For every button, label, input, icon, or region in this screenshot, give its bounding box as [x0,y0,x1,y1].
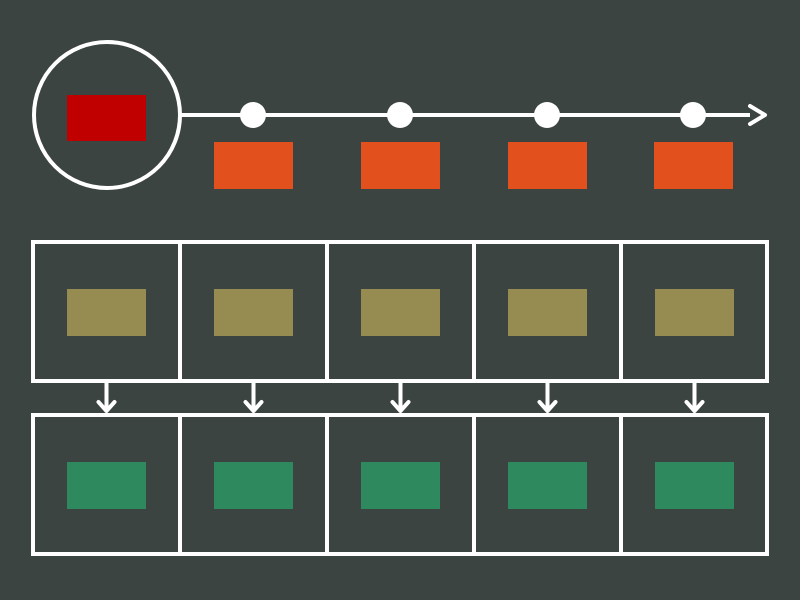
timeline-block [361,142,440,189]
upper-row-block [67,289,146,336]
timeline-block [214,142,293,189]
upper-row-block [655,289,734,336]
source-block [67,95,146,141]
timeline-node [534,102,560,128]
down-arrow-icon [390,400,411,413]
upper-row-block [361,289,440,336]
lower-row-block [655,462,734,509]
timeline-arrowhead-icon [748,104,767,126]
upper-row-block [508,289,587,336]
timeline-block [508,142,587,189]
down-arrow-icon [537,400,558,413]
timeline-node [387,102,413,128]
timeline-block [654,142,733,189]
down-arrow-icon [243,400,264,413]
upper-row-frame [31,240,769,383]
lower-row-frame [31,413,769,556]
lower-row-block [361,462,440,509]
lower-row-block [67,462,146,509]
timeline-node [680,102,706,128]
timeline-node [240,102,266,128]
down-arrow-icon [96,400,117,413]
lower-row-block [214,462,293,509]
timeline [180,104,767,126]
lower-row-block [508,462,587,509]
down-arrow-icon [684,400,705,413]
upper-row-block [214,289,293,336]
